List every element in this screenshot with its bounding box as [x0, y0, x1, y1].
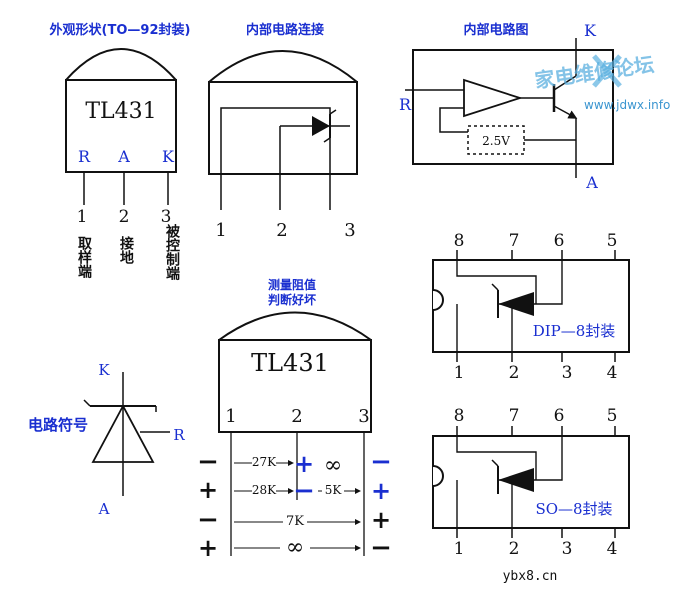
- package-pin-letter-r: R: [78, 147, 91, 166]
- dip-section: 8 7 6 5 DIP—8封装 1 2 3 4: [432, 231, 630, 383]
- package-pin-letter-k: K: [162, 147, 175, 166]
- internal-diagram-r-label: R: [399, 95, 412, 114]
- measure-r4-s1: +: [198, 533, 218, 562]
- internal-conn-section: 内部电路连接 1 2 3: [208, 22, 358, 241]
- so-leads: [456, 426, 616, 538]
- measure-r3-v13: 7K: [286, 514, 304, 529]
- measure-pin-1: 1: [225, 406, 236, 427]
- measure-r2-s1: +: [198, 475, 218, 504]
- dip-wire-8: [456, 260, 537, 304]
- package-pin-desc-2: 接地: [118, 235, 134, 265]
- measure-body: [218, 339, 372, 433]
- package-pin-num-2: 2: [119, 207, 130, 227]
- internal-diagram-frame: [412, 49, 614, 165]
- dip-bot-3: 3: [562, 363, 573, 383]
- measure-r2-v23: 5K: [325, 483, 343, 497]
- dip-notch: [432, 289, 444, 311]
- internal-conn-wire-1: [220, 107, 331, 210]
- internal-conn-zener-icon: [312, 109, 337, 143]
- package-pin-num-1: 1: [77, 207, 88, 227]
- so-wire-8: [456, 436, 537, 480]
- internal-conn-pin-1: 1: [215, 220, 226, 241]
- measure-pin-2: 2: [291, 406, 302, 427]
- dip-zener-icon: [491, 283, 534, 318]
- so-notch: [432, 465, 444, 487]
- measure-r3-s1: −: [197, 505, 219, 535]
- package-pin-letter-a: A: [117, 147, 130, 166]
- so-top-8: 8: [454, 406, 465, 426]
- so-bot-3: 3: [562, 539, 573, 559]
- so-top-6: 6: [554, 406, 565, 426]
- measure-r1-v12: 27K: [252, 455, 277, 469]
- symbol-k-label: K: [98, 361, 110, 379]
- measure-pin-3: 3: [358, 406, 369, 427]
- symbol-section: 电路符号 K A R: [28, 361, 185, 518]
- measure-dome: [218, 311, 372, 341]
- measure-r4-s3: −: [370, 533, 392, 563]
- internal-diagram-a-label: A: [585, 173, 598, 192]
- watermark-logo-icon: [592, 54, 622, 88]
- dip-bot-2: 2: [509, 363, 520, 383]
- footer-watermark: ybx8.cn: [503, 569, 558, 584]
- internal-conn-caption: 内部电路连接: [246, 22, 324, 38]
- measure-r4-v13: ∞: [286, 535, 304, 560]
- dip-label: DIP—8封装: [533, 322, 616, 340]
- dip-top-6: 6: [554, 231, 565, 251]
- measure-caption-2: 判断好坏: [268, 292, 316, 307]
- measure-r2-v12: 28K: [252, 483, 277, 497]
- dip-top-8: 8: [454, 231, 465, 251]
- so-top-5: 5: [607, 406, 618, 426]
- package-section: 外观形状(TO—92封装) TL431 R A K 1 2 3 取样端 接地 被…: [49, 22, 191, 281]
- symbol-a-label: A: [98, 500, 110, 518]
- measure-r2-s2: −: [293, 476, 315, 506]
- measure-r1-s1: −: [197, 447, 219, 477]
- tl431-symbol-icon: [83, 372, 170, 496]
- dip-bot-4: 4: [607, 363, 618, 383]
- so-label: SO—8封装: [535, 500, 612, 518]
- dip-top-7: 7: [509, 231, 520, 251]
- package-pin-num-3: 3: [161, 207, 172, 227]
- package-dome: [65, 48, 177, 81]
- so-bot-2: 2: [509, 539, 520, 559]
- package-pin-desc-3: 被控制端: [164, 223, 180, 281]
- internal-conn-dome: [208, 50, 358, 83]
- measure-r1-s3: −: [370, 447, 392, 477]
- measure-part: TL431: [251, 349, 329, 377]
- internal-diagram-k-label: K: [584, 21, 597, 40]
- so-top-7: 7: [509, 406, 520, 426]
- internal-diagram-caption: 内部电路图: [463, 22, 528, 38]
- dip-top-leads: [456, 250, 616, 362]
- symbol-r-label: R: [173, 426, 185, 444]
- package-part: TL431: [85, 99, 156, 124]
- measure-section: 测量阻值 判断好坏 TL431 1 2 3 − 27K + ∞ − + 28K …: [197, 277, 392, 563]
- measure-r1-s2: +: [294, 449, 314, 478]
- symbol-caption: 电路符号: [28, 416, 88, 434]
- internal-conn-pin-2: 2: [276, 220, 287, 241]
- measure-caption-1: 测量阻值: [268, 277, 316, 292]
- internal-diagram-section: 内部电路图 K R A 2.5V 家电维修论坛 www.jdwx.info: [399, 21, 670, 192]
- dip-bot-1: 1: [454, 363, 465, 383]
- package-body: [65, 79, 177, 173]
- transistor-icon: [552, 75, 578, 119]
- dip-top-5: 5: [607, 231, 618, 251]
- watermark-url: www.jdwx.info: [584, 98, 670, 112]
- internal-diagram-ref-text: 2.5V: [482, 134, 510, 148]
- so-bot-4: 4: [607, 539, 618, 559]
- measure-r3-s3: +: [371, 505, 391, 534]
- so-section: 8 7 6 5 SO—8封装 1 2 3 4: [432, 406, 630, 559]
- internal-diagram-feedback: [439, 107, 468, 133]
- so-bot-1: 1: [454, 539, 465, 559]
- measure-r1-v23: ∞: [324, 453, 342, 478]
- internal-conn-pin-3: 3: [344, 220, 355, 241]
- package-pin-desc-1: 取样端: [76, 236, 92, 279]
- internal-conn-body: [208, 81, 358, 175]
- internal-diagram-opamp-icon: [463, 78, 523, 118]
- package-caption: 外观形状(TO—92封装): [49, 22, 191, 38]
- so-zener-icon: [491, 459, 534, 494]
- measure-r2-s3: +: [371, 476, 391, 505]
